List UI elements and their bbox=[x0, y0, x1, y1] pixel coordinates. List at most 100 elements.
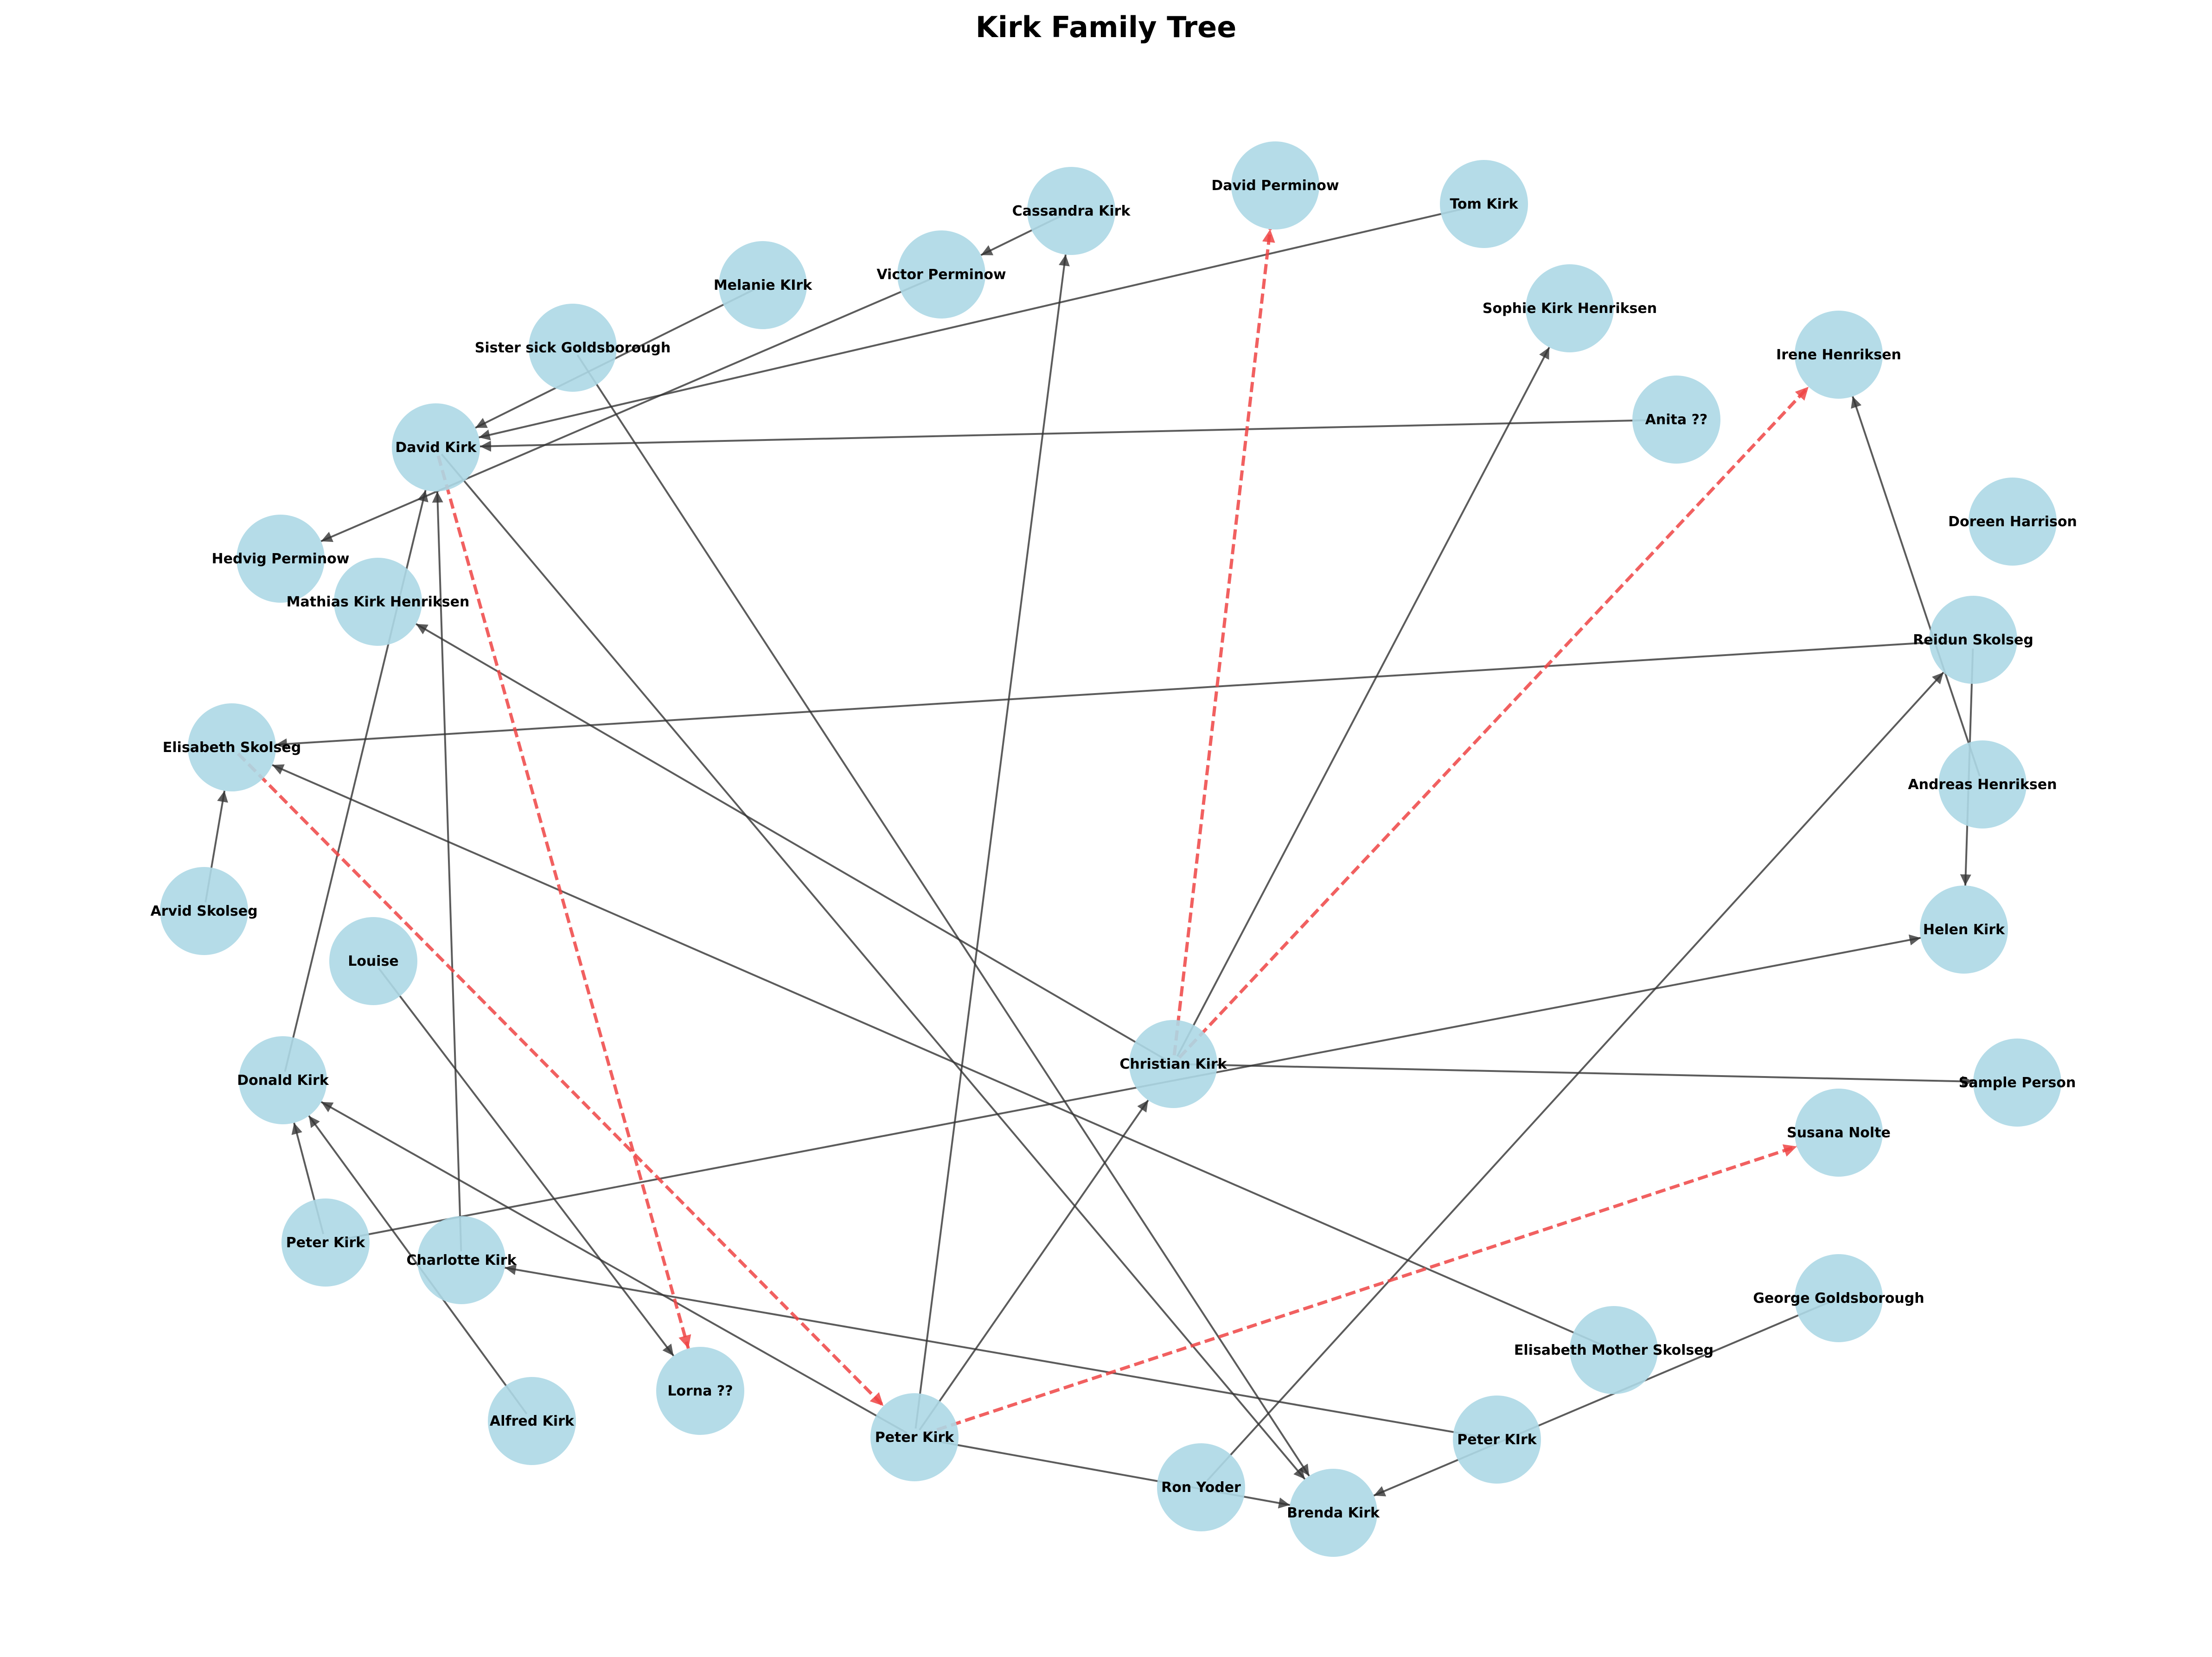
edge-christian-kirk-to-irene-henriksen bbox=[1178, 385, 1810, 1059]
node-circle bbox=[417, 1216, 505, 1304]
node-david-kirk: David Kirk bbox=[392, 403, 480, 491]
node-irene-henriksen: Irene Henriksen bbox=[1776, 311, 1901, 399]
edge-peter-kirk-left-to-helen-kirk bbox=[334, 934, 1921, 1242]
node-label: Peter Kirk bbox=[286, 1235, 366, 1251]
node-circle bbox=[1920, 886, 2008, 974]
node-louise: Louise bbox=[329, 917, 417, 1005]
node-anita: Anita ?? bbox=[1632, 376, 1720, 464]
node-lorna: Lorna ?? bbox=[656, 1347, 744, 1435]
chart-title: Kirk Family Tree bbox=[976, 10, 1237, 44]
node-circle bbox=[1231, 141, 1319, 229]
edge-george-goldsborough-to-brenda-kirk bbox=[1373, 1300, 1831, 1497]
edge-elisabeth-mother-skolseg-to-elisabeth-skolseg bbox=[272, 764, 1606, 1348]
node-circle bbox=[329, 917, 417, 1005]
node-tom-kirk: Tom Kirk bbox=[1440, 160, 1528, 248]
edge-peter-kirk-to-christian-kirk bbox=[919, 1099, 1149, 1431]
node-andreas-henriksen: Andreas Henriksen bbox=[1908, 740, 2057, 828]
node-label: Hedvig Perminow bbox=[211, 551, 349, 567]
node-helen-kirk: Helen Kirk bbox=[1920, 886, 2008, 974]
node-christian-kirk: Christian Kirk bbox=[1119, 1020, 1227, 1108]
node-label: Arvid Skolseg bbox=[150, 903, 257, 919]
node-arvid-skolseg: Arvid Skolseg bbox=[150, 867, 258, 955]
node-circle bbox=[1938, 740, 2027, 828]
node-cassandra-kirk: Cassandra Kirk bbox=[1012, 167, 1131, 255]
edge-ron-yoder-to-reidun-skolseg bbox=[1206, 671, 1944, 1482]
edge-christian-kirk-to-mathias-kirk-henriksen bbox=[416, 623, 1166, 1061]
node-david-perminow: David Perminow bbox=[1211, 141, 1339, 229]
node-victor-perminow: Victor Perminow bbox=[876, 230, 1006, 319]
node-circle bbox=[1973, 1039, 2061, 1127]
edge-anita-to-david-kirk bbox=[479, 419, 1668, 452]
node-label: Peter Kirk bbox=[875, 1429, 955, 1446]
node-reidun-skolseg: Reidun Skolseg bbox=[1913, 596, 2033, 684]
node-label: Alfred Kirk bbox=[490, 1413, 575, 1429]
node-sister-sick-goldsborough: Sister sick Goldsborough bbox=[475, 304, 671, 392]
node-label: David Perminow bbox=[1211, 178, 1339, 194]
edge-david-kirk-to-lorna bbox=[436, 455, 691, 1349]
node-donald-kirk: Donald Kirk bbox=[237, 1036, 329, 1124]
node-circle bbox=[188, 703, 276, 791]
node-peter-kirk-left: Peter Kirk bbox=[281, 1198, 370, 1287]
node-ron-yoder: Ron Yoder bbox=[1157, 1443, 1245, 1531]
node-circle bbox=[529, 304, 617, 392]
node-label: Louise bbox=[348, 953, 399, 969]
node-label: Elisabeth Mother Skolseg bbox=[1514, 1342, 1713, 1358]
node-peter-kirk: Peter Kirk bbox=[870, 1393, 959, 1481]
node-label: Charlotte Kirk bbox=[406, 1252, 517, 1268]
node-circle bbox=[656, 1347, 744, 1435]
node-label: Sophie Kirk Henriksen bbox=[1483, 300, 1657, 317]
node-label: Christian Kirk bbox=[1119, 1056, 1227, 1072]
node-melanie-kirk: Melanie KIrk bbox=[714, 241, 812, 329]
node-label: Lorna ?? bbox=[667, 1383, 733, 1399]
node-mathias-kirk-henriksen: Mathias Kirk Henriksen bbox=[287, 558, 470, 646]
node-label: Doreen Harrison bbox=[1948, 514, 2077, 530]
node-label: Tom Kirk bbox=[1450, 196, 1518, 212]
node-circle bbox=[488, 1377, 576, 1465]
node-label: Mathias Kirk Henriksen bbox=[287, 594, 470, 610]
node-circle bbox=[1289, 1469, 1377, 1557]
edge-andreas-henriksen-to-irene-henriksen bbox=[1851, 396, 1981, 777]
node-circle bbox=[1929, 596, 2017, 684]
node-circle bbox=[1969, 478, 2057, 566]
node-circle bbox=[392, 403, 480, 491]
node-sample-person: Sample Person bbox=[1959, 1039, 2076, 1127]
edge-sister-sick-goldsborough-to-brenda-kirk bbox=[576, 354, 1310, 1477]
node-label: Peter KIrk bbox=[1457, 1432, 1537, 1448]
node-circle bbox=[1570, 1306, 1658, 1394]
node-circle bbox=[160, 867, 248, 955]
node-label: Andreas Henriksen bbox=[1908, 777, 2057, 793]
node-label: Victor Perminow bbox=[876, 267, 1006, 283]
node-peter-kirk-right: Peter KIrk bbox=[1453, 1396, 1541, 1484]
node-brenda-kirk: Brenda Kirk bbox=[1287, 1469, 1380, 1557]
node-label: Irene Henriksen bbox=[1776, 347, 1901, 363]
edge-peter-kirk-to-susana-nolte bbox=[922, 1144, 1797, 1436]
edge-elisabeth-skolseg-to-peter-kirk bbox=[237, 752, 885, 1407]
node-label: Susana Nolte bbox=[1787, 1125, 1891, 1141]
edge-victor-perminow-to-hedvig-perminow bbox=[320, 277, 934, 542]
node-doreen-harrison: Doreen Harrison bbox=[1948, 478, 2077, 566]
edge-peter-kirk-to-cassandra-kirk bbox=[914, 254, 1070, 1429]
node-label: Sample Person bbox=[1959, 1075, 2076, 1091]
edge-christian-kirk-to-david-perminow bbox=[1172, 229, 1275, 1056]
node-circle bbox=[281, 1198, 370, 1287]
node-circle bbox=[870, 1393, 959, 1481]
edge-louise-to-lorna bbox=[377, 967, 675, 1357]
node-alfred-kirk: Alfred Kirk bbox=[488, 1377, 576, 1465]
node-label: Cassandra Kirk bbox=[1012, 203, 1131, 219]
node-label: George Goldsborough bbox=[1753, 1290, 1924, 1306]
node-label: Brenda Kirk bbox=[1287, 1505, 1380, 1521]
node-susana-nolte: Susana Nolte bbox=[1787, 1089, 1891, 1177]
node-label: Anita ?? bbox=[1645, 412, 1708, 428]
node-label: Donald Kirk bbox=[237, 1072, 329, 1089]
node-label: Melanie KIrk bbox=[714, 277, 812, 293]
edge-tom-kirk-to-david-kirk bbox=[479, 205, 1476, 440]
node-circle bbox=[1526, 264, 1614, 352]
edge-christian-kirk-to-sophie-kirk-henriksen bbox=[1176, 347, 1550, 1057]
node-label: David Kirk bbox=[395, 440, 477, 456]
node-circle bbox=[1453, 1396, 1541, 1484]
node-george-goldsborough: George Goldsborough bbox=[1753, 1254, 1924, 1342]
node-label: Reidun Skolseg bbox=[1913, 632, 2033, 648]
